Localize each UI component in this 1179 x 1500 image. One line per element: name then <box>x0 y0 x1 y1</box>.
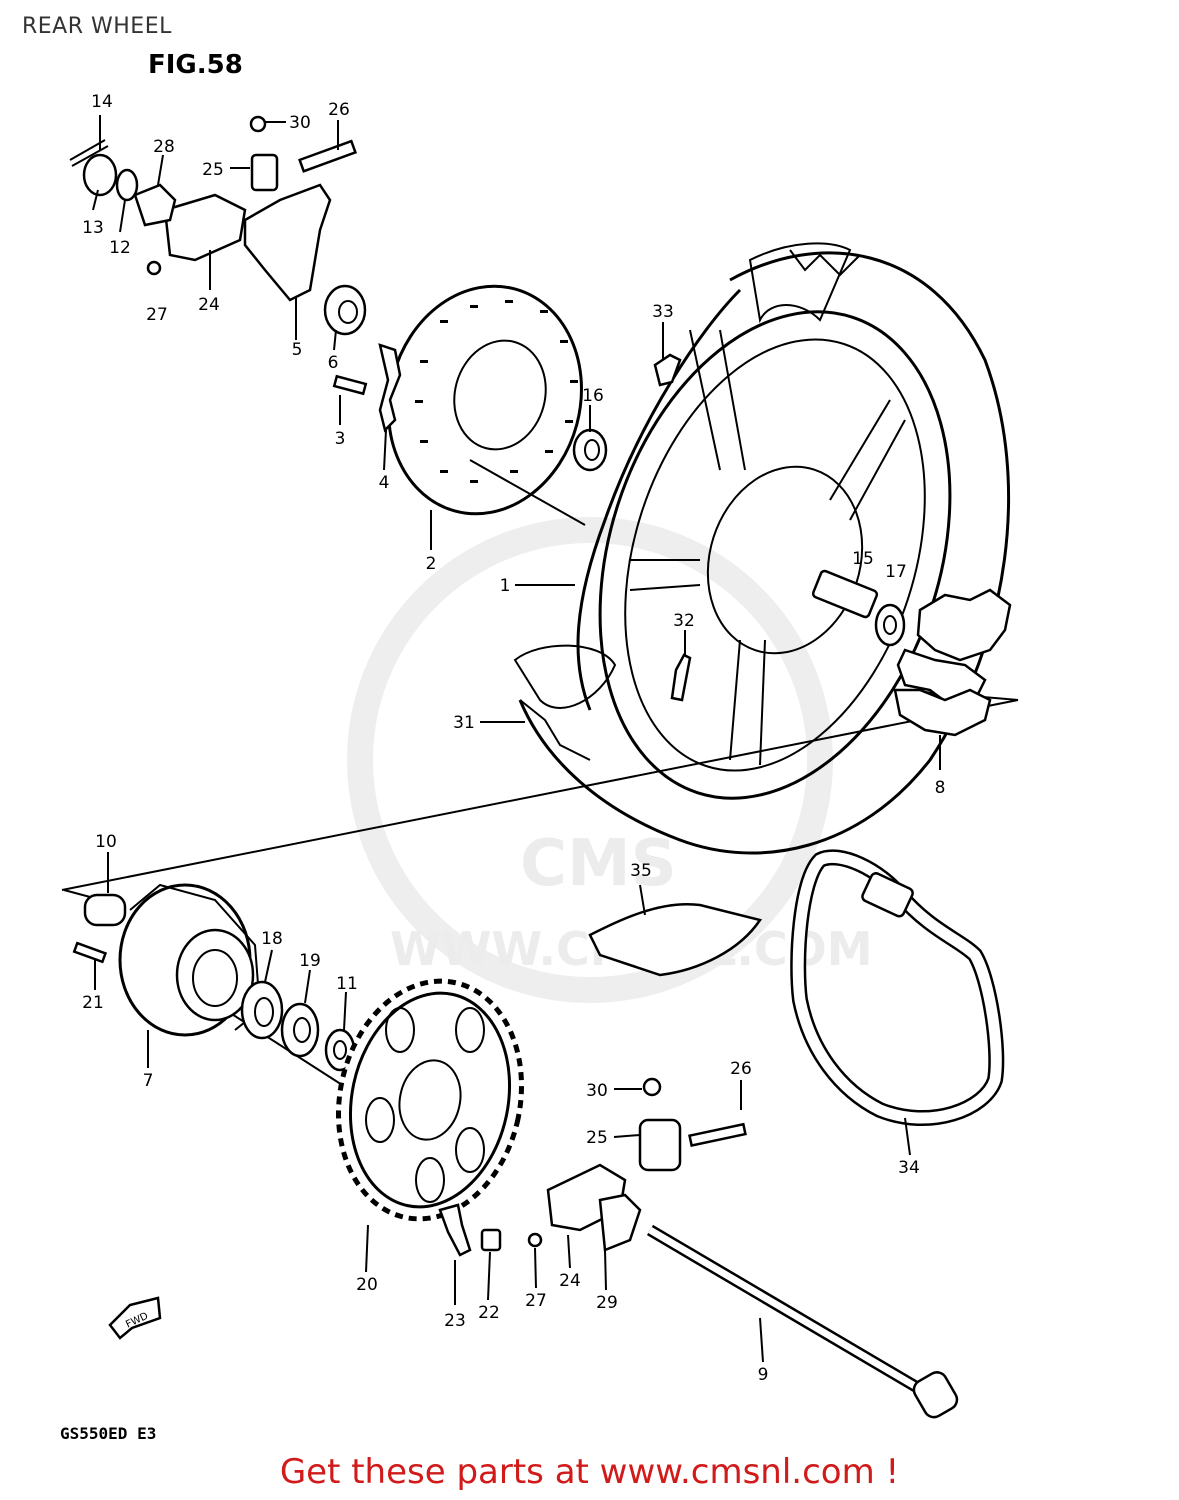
part-label-17: 17 <box>885 562 907 582</box>
part-label-12: 12 <box>109 238 131 258</box>
tire <box>513 242 1011 855</box>
part-label-15: 15 <box>852 549 874 569</box>
sprocket-fasteners <box>438 1203 502 1257</box>
part-label-19: 19 <box>299 951 321 971</box>
part-label-25b: 25 <box>586 1128 608 1148</box>
wheel-rim <box>598 310 952 800</box>
rear-axle <box>646 1224 959 1419</box>
part-label-4: 4 <box>379 473 390 493</box>
part-label-24b: 24 <box>559 1271 581 1291</box>
part-label-21: 21 <box>82 993 104 1013</box>
watermark-brand: CMS <box>520 827 677 901</box>
rear-sprocket <box>335 978 525 1222</box>
part-label-24: 24 <box>198 295 220 315</box>
fwd-arrow-icon: FWD <box>108 1296 162 1340</box>
part-label-25: 25 <box>202 160 224 180</box>
brake-disc <box>387 284 583 516</box>
part-label-5: 5 <box>292 340 303 360</box>
part-label-31: 31 <box>453 713 475 733</box>
part-label-9: 9 <box>758 1365 769 1385</box>
part-label-27b: 27 <box>525 1291 547 1311</box>
part-label-3: 3 <box>335 429 346 449</box>
leader-lines <box>92 115 941 1363</box>
part-label-33: 33 <box>652 302 674 322</box>
part-label-7: 7 <box>143 1071 154 1091</box>
caliper-bracket-group <box>69 115 402 433</box>
part-label-16: 16 <box>582 386 604 406</box>
part-label-26b: 26 <box>730 1059 752 1079</box>
part-label-13: 13 <box>82 218 104 238</box>
part-label-1: 1 <box>500 576 511 596</box>
part-labels: 14 28 13 12 25 30 26 24 27 5 6 3 4 2 16 … <box>82 92 945 1385</box>
part-label-28: 28 <box>153 137 175 157</box>
part-label-18: 18 <box>261 929 283 949</box>
part-label-10: 10 <box>95 832 117 852</box>
part-label-32: 32 <box>673 611 695 631</box>
part-label-22: 22 <box>478 1303 500 1323</box>
inner-tube <box>790 849 1005 1126</box>
part-label-34: 34 <box>898 1158 920 1178</box>
part-label-20: 20 <box>356 1275 378 1295</box>
part-label-35: 35 <box>630 861 652 881</box>
part-label-8: 8 <box>935 778 946 798</box>
part-label-6: 6 <box>328 353 339 373</box>
bearing-16 <box>572 428 608 472</box>
cmsnl-link[interactable]: Get these parts at www.cmsnl.com ! <box>279 1452 900 1492</box>
chain-adjuster-group <box>527 1077 747 1252</box>
part-label-30: 30 <box>289 113 311 133</box>
hub-axle-parts <box>811 569 906 647</box>
part-label-14: 14 <box>91 92 113 112</box>
footer-cta: Get these parts at www.cmsnl.com ! <box>0 1452 1179 1492</box>
cush-rubbers <box>893 588 1012 737</box>
part-label-23: 23 <box>444 1311 466 1331</box>
figure-label: FIG.58 <box>148 50 243 80</box>
model-code: GS550ED E3 <box>60 1424 157 1443</box>
part-label-11: 11 <box>336 974 358 994</box>
part-label-27: 27 <box>146 305 168 325</box>
page-title: REAR WHEEL <box>22 14 172 39</box>
part-label-30b: 30 <box>586 1081 608 1101</box>
part-label-29: 29 <box>596 1293 618 1313</box>
rim-band <box>588 902 763 977</box>
hub-bearings <box>240 980 356 1072</box>
part-label-2: 2 <box>426 554 437 574</box>
valve-parts <box>653 353 692 702</box>
part-label-26: 26 <box>328 100 350 120</box>
